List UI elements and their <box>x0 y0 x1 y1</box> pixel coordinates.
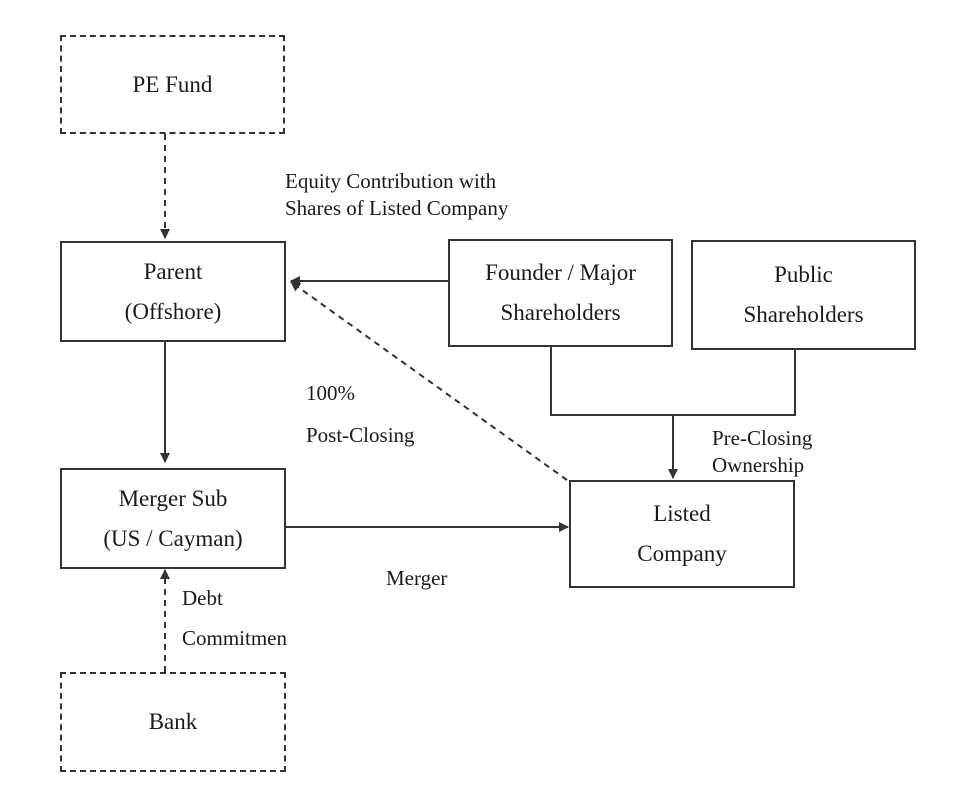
pre-closing-label-line1: Pre-Closing <box>712 426 813 450</box>
ownership-percent-label: 100% <box>306 381 355 405</box>
listed-company-label: Listed Company <box>637 501 727 566</box>
founder-label: Founder / Major Shareholders <box>485 260 636 325</box>
post-closing-label: Post-Closing <box>306 423 415 447</box>
parent-label: Parent (Offshore) <box>124 258 222 324</box>
merger-sub-label: Merger Sub (US / Cayman) <box>103 485 243 551</box>
pe-fund-label: PE Fund <box>132 71 213 97</box>
listed-company-node: Listed Company <box>569 480 795 588</box>
bank-node: Bank <box>60 672 286 772</box>
debt-commitment-label-line1: Debt <box>182 586 223 610</box>
pe-fund-node: PE Fund <box>60 35 285 134</box>
bank-label: Bank <box>148 709 198 734</box>
merger-label: Merger <box>386 566 448 590</box>
equity-contribution-label-line2: Shares of Listed Company <box>285 196 509 220</box>
shareholders-ownership-bracket <box>550 346 796 416</box>
listed-to-parent-arrow <box>290 281 568 481</box>
equity-contribution-label-line1: Equity Contribution with <box>285 169 497 193</box>
public-shareholders-label: Public Shareholders <box>743 262 864 327</box>
pre-closing-label-line2: Ownership <box>712 453 805 477</box>
debt-commitment-label-line2: Commitmen <box>182 626 287 650</box>
merger-sub-node: Merger Sub (US / Cayman) <box>60 468 286 569</box>
public-shareholders-node: Public Shareholders <box>691 240 916 350</box>
parent-node: Parent (Offshore) <box>60 241 286 342</box>
founder-node: Founder / Major Shareholders <box>448 239 673 347</box>
